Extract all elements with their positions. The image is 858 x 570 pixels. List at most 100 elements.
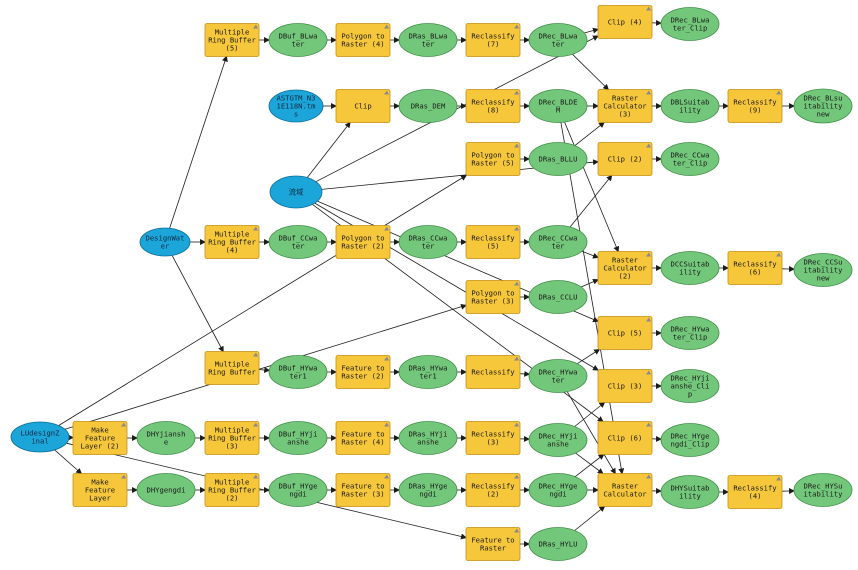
tool-box — [335, 355, 391, 389]
node-label-line: Ring Buffer — [208, 238, 256, 247]
tool-node-recl8[interactable]: Reclassify(8) — [465, 89, 521, 123]
data-node-dhygengdi[interactable]: DHYgengdi — [136, 473, 196, 507]
node-label-line: itability — [804, 266, 844, 275]
tool-hammer-icon — [384, 356, 389, 361]
node-label-line: (3) — [619, 110, 632, 119]
data-ellipse — [793, 88, 853, 124]
data-node-dras-cclu[interactable]: DRas_CCLU — [528, 280, 588, 314]
data-ellipse — [139, 227, 191, 257]
tool-node-recl4[interactable]: Reclassify(4) — [727, 475, 783, 509]
tool-hammer-icon — [646, 317, 651, 322]
data-node-dras-bllu[interactable]: DRas_BLLU — [528, 142, 588, 176]
tool-hammer-icon — [514, 356, 519, 361]
tool-hammer-icon — [121, 422, 126, 427]
tool-hammer-icon — [253, 24, 258, 29]
node-label-line: Reclassify — [471, 368, 515, 377]
node-label-line: DHYjiansh — [147, 429, 186, 438]
data-ellipse — [528, 225, 588, 259]
tool-node-recl[interactable]: Reclassify — [465, 355, 521, 389]
tool-hammer-icon — [253, 226, 258, 231]
tool-node-recl7[interactable]: Reclassify(7) — [465, 23, 521, 57]
node-label-line: p — [688, 390, 692, 399]
input-node-liuyu[interactable]: 流域 — [269, 175, 323, 209]
tool-node-recl2[interactable]: Reclassify(2) — [465, 473, 521, 507]
tool-node-recl6[interactable]: Reclassify(6) — [727, 251, 783, 285]
node-label-line: LUdesignZ — [21, 428, 61, 437]
data-node-dras-hylu[interactable]: DRas_HYLU — [528, 527, 588, 561]
node-label-line: ter1 — [419, 372, 436, 381]
tool-box — [597, 421, 653, 455]
tool-node-clip4[interactable]: Clip (4) — [597, 5, 653, 39]
data-node-dras-dem[interactable]: DRas_DEM — [398, 89, 458, 123]
tool-node-clip2[interactable]: Clip (2) — [597, 142, 653, 176]
edge-drec-bldem-to-rc2 — [564, 121, 620, 253]
tool-hammer-icon — [646, 90, 651, 95]
tool-node-recl3[interactable]: Reclassify(3) — [465, 421, 521, 455]
node-label-line: (4) — [749, 492, 762, 501]
node-label-line: ter — [292, 40, 306, 49]
tool-node-recl5[interactable]: Reclassify(5) — [465, 225, 521, 259]
data-node-dras-hygengdi[interactable]: DRas_HYgengdi — [398, 473, 458, 507]
node-label-line: ter — [552, 242, 566, 251]
tool-node-recl9[interactable]: Reclassify(9) — [727, 89, 783, 123]
data-node-dbuf-hygengdi[interactable]: DBuf_HYgengdi — [268, 473, 328, 507]
data-node-drec-hygengdi[interactable]: DRec_HYgengdi — [528, 473, 588, 507]
node-label-line: Ring Buffer — [208, 36, 256, 45]
tool-node-clip3[interactable]: Clip (3) — [597, 369, 653, 403]
data-node-drec-hygengdi-clip[interactable]: DRec_HYgengdi_Clip — [660, 423, 720, 457]
node-label-line: ter_Clip — [673, 159, 708, 168]
tool-node-clip5[interactable]: Clip (5) — [597, 316, 653, 350]
data-ellipse — [136, 473, 196, 507]
data-ellipse — [660, 316, 720, 350]
tool-node-clip6[interactable]: Clip (6) — [597, 421, 653, 455]
tool-node-clipdem[interactable]: Clip — [335, 89, 391, 123]
node-label-line: DRas_CCLU — [539, 293, 578, 302]
